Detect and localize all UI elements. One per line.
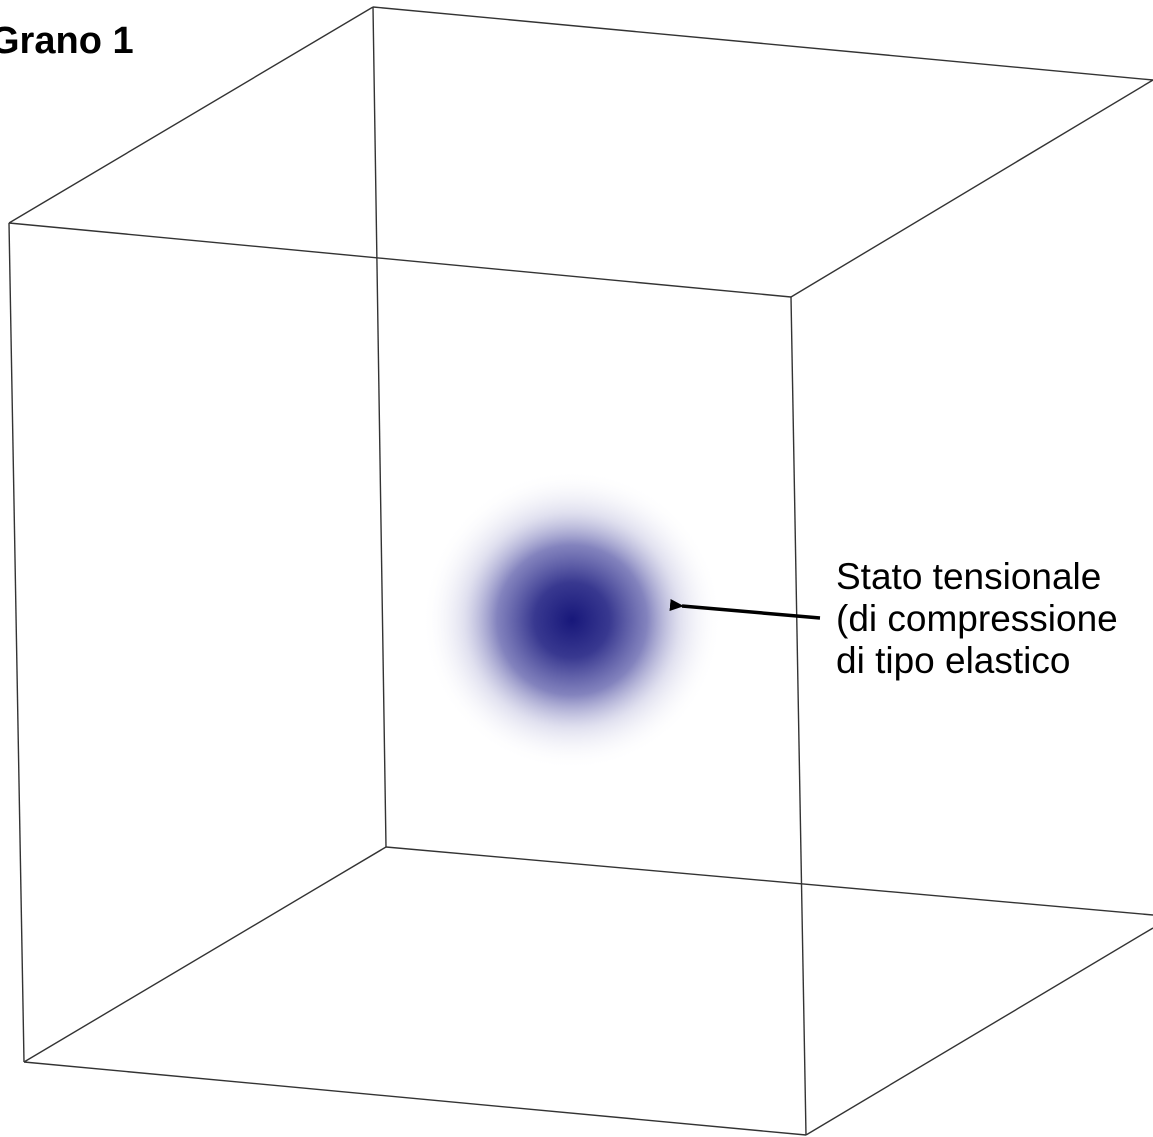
cube-edge-front-left [8,222,25,1063]
stress-field-blob [422,470,722,770]
annotation-line-2: (di compressione [836,598,1118,639]
cube-edge-bottom-left [23,846,387,1063]
cube-edge-back-bottom [385,846,1153,916]
cube-edge-back-left [372,6,387,848]
cube-edge-back-top [372,6,1153,81]
cube-edge-front-top [8,222,792,298]
cube-edge-front-bottom [23,1061,807,1136]
cube-wireframe [8,6,1153,1136]
cube-edge-bottom-right [805,927,1153,1136]
cube-edge-front-right [790,296,807,1136]
annotation-arrow [669,598,821,620]
annotation-line-3: di tipo elastico [836,640,1071,681]
stress-annotation: Stato tensionale (di compressione di tip… [836,556,1118,682]
cube-edge-top-right [790,79,1153,298]
annotation-line-1: Stato tensionale [836,556,1102,597]
cube-edge-top-left [8,6,374,224]
diagram-title: Grano 1 [0,20,134,62]
